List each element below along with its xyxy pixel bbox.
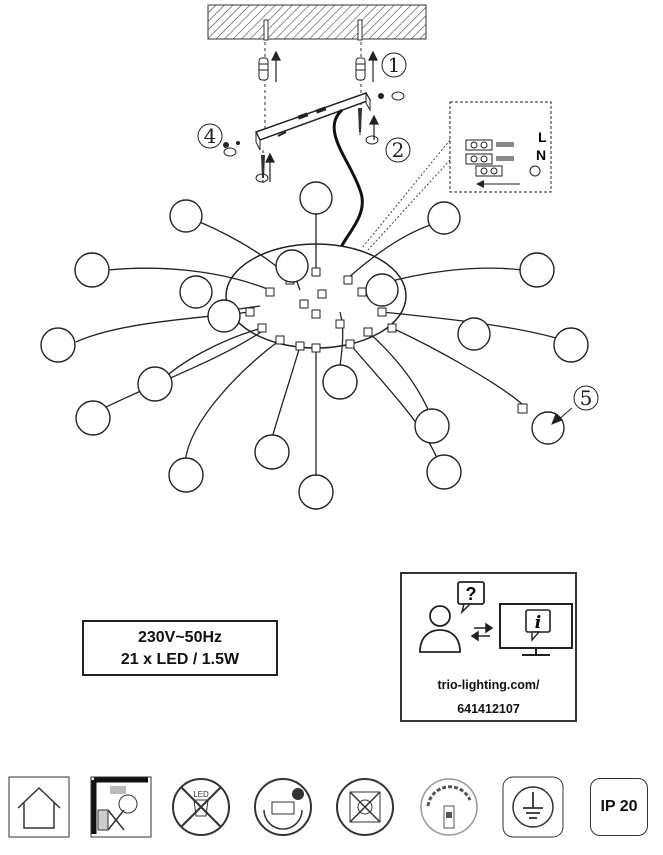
online-info-box: ? i trio-lighting.com/ 641412107 bbox=[400, 572, 577, 722]
live-wire-label: L bbox=[538, 129, 547, 145]
svg-text:LED: LED bbox=[193, 790, 209, 799]
insert-arrow-icon bbox=[517, 403, 573, 425]
power-cable bbox=[332, 108, 364, 251]
globe-bulbs bbox=[40, 181, 589, 510]
wiring-detail: L N bbox=[361, 101, 552, 251]
assembly-diagram: 1 2 3 4 5 L N bbox=[40, 4, 599, 510]
step-5-label: 5 bbox=[580, 386, 593, 410]
electrical-specs: 230V~50Hz 21 x LED / 1.5W bbox=[82, 620, 278, 676]
bulb-spec: 21 x LED / 1.5W bbox=[120, 651, 240, 668]
wall-plug-icon bbox=[258, 57, 366, 81]
ceiling bbox=[207, 4, 427, 41]
rotate-installation-icon bbox=[252, 776, 314, 838]
protective-earth-icon bbox=[502, 776, 564, 838]
dimmer-switch-icon bbox=[418, 776, 480, 838]
step-2-label: 2 bbox=[392, 138, 405, 162]
monitor-info-icon: i bbox=[499, 603, 573, 656]
safety-symbols-row: LED IP 20 bbox=[0, 776, 663, 846]
lamp-arms bbox=[75, 210, 557, 478]
person-icon bbox=[419, 605, 461, 653]
rotate-arrow-icon bbox=[223, 91, 405, 183]
online-help-illustration: ? i bbox=[419, 581, 573, 656]
up-arrow-icon bbox=[265, 50, 379, 182]
voltage-rating: 230V~50Hz bbox=[137, 629, 223, 646]
question-mark: ? bbox=[466, 584, 477, 604]
info-glyph: i bbox=[535, 613, 541, 633]
no-ceiling-covering-icon bbox=[90, 776, 152, 838]
ip-rating-label: IP 20 bbox=[600, 798, 638, 815]
indoor-use-only-icon bbox=[8, 776, 70, 838]
article-number: 641412107 bbox=[457, 702, 520, 716]
screw-icon bbox=[261, 108, 362, 178]
no-led-replacement-icon: LED bbox=[170, 776, 232, 838]
mounting-bracket bbox=[254, 91, 372, 151]
step-4-label: 4 bbox=[204, 124, 217, 148]
no-installation-on-surface-icon bbox=[334, 776, 396, 838]
step-1-label: 1 bbox=[388, 53, 401, 77]
neutral-wire-label: N bbox=[536, 147, 546, 163]
ip-rating-icon: IP 20 bbox=[590, 778, 648, 836]
exchange-arrows-icon bbox=[470, 622, 494, 642]
question-bubble-icon: ? bbox=[457, 581, 485, 615]
website-url: trio-lighting.com/ bbox=[437, 678, 540, 692]
nut-icon bbox=[223, 93, 384, 148]
